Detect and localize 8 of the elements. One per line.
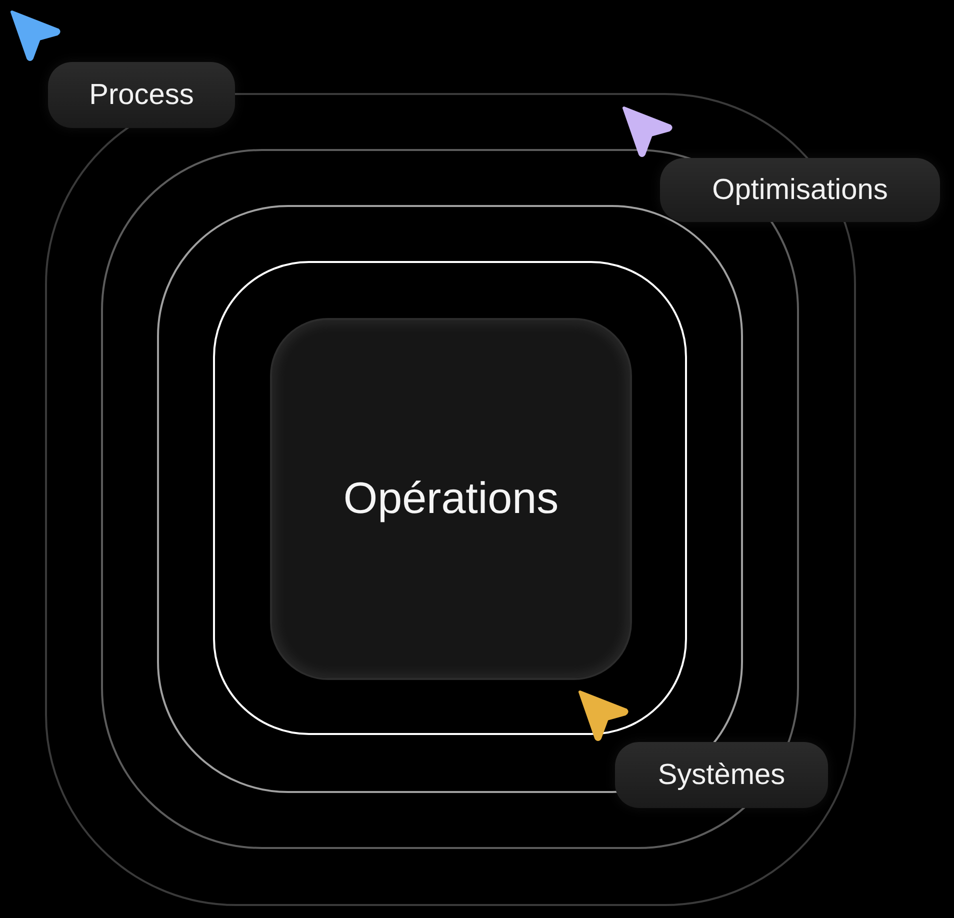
node-label: Systèmes xyxy=(658,758,786,792)
node-label: Process xyxy=(89,78,194,112)
label-pill xyxy=(615,742,828,808)
node-label: Optimisations xyxy=(712,174,888,206)
node-label: Opérations xyxy=(343,474,559,524)
center-box xyxy=(270,318,632,680)
label-pill xyxy=(48,62,235,128)
label-pill xyxy=(660,158,940,222)
